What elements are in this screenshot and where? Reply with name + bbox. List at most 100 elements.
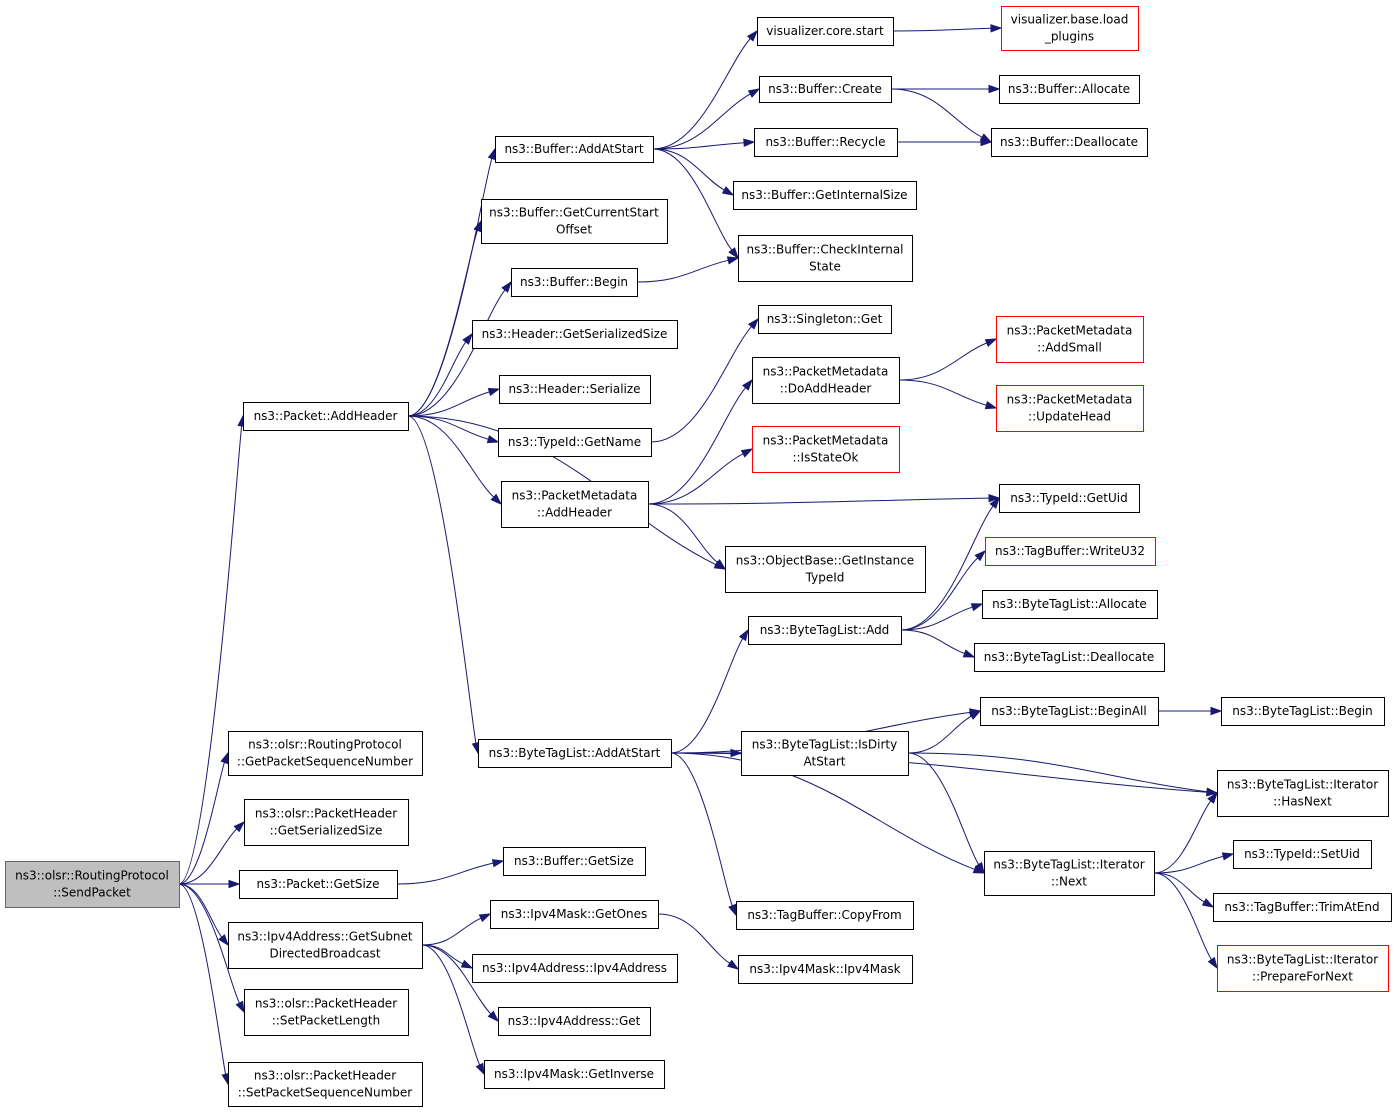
node-box: [725, 546, 926, 593]
node-label: ::GetPacketSequenceNumber: [237, 755, 413, 769]
node-pm-addsmall[interactable]: ns3::PacketMetadata::AddSmall: [996, 316, 1144, 363]
node-buf-addatstart[interactable]: ns3::Buffer::AddAtStart: [495, 136, 654, 163]
node-btl-beginall[interactable]: ns3::ByteTagList::BeginAll: [980, 697, 1159, 726]
node-pm-updatehead[interactable]: ns3::PacketMetadata::UpdateHead: [996, 385, 1144, 432]
edge-arrowhead: [220, 751, 229, 765]
node-label: ::PrepareForNext: [1252, 970, 1353, 984]
edge-line: [407, 415, 477, 744]
node-tagbuf-copyfrom[interactable]: ns3::TagBuffer::CopyFrom: [736, 901, 914, 930]
edge-line: [657, 913, 731, 964]
node-buf-getsize[interactable]: ns3::Buffer::GetSize: [503, 847, 646, 876]
node-label: ns3::PacketMetadata: [1007, 393, 1133, 407]
node-setpktseq[interactable]: ns3::olsr::PacketHeader::SetPacketSequen…: [228, 1062, 423, 1107]
node-btl-allocate[interactable]: ns3::ByteTagList::Allocate: [982, 590, 1158, 619]
node-mask-ctor[interactable]: ns3::Ipv4Mask::Ipv4Mask: [738, 955, 913, 984]
node-tagbuf-writeu32[interactable]: ns3::TagBuffer::WriteU32: [985, 537, 1156, 566]
edge-arrowhead: [747, 88, 761, 98]
node-tagbuf-trimatend[interactable]: ns3::TagBuffer::TrimAtEnd: [1213, 893, 1392, 922]
edge-line: [178, 828, 238, 885]
edge-sendpacket-to-pkthdr_size: [178, 820, 246, 885]
edge-line: [652, 93, 751, 150]
node-viz-loadplugins[interactable]: visualizer.base.load_plugins: [1001, 6, 1139, 51]
node-box: [472, 954, 678, 983]
node-addheader[interactable]: ns3::Packet::AddHeader: [243, 402, 409, 431]
edge-line: [650, 326, 752, 443]
node-buf-getinternalsize[interactable]: ns3::Buffer::GetInternalSize: [733, 181, 917, 210]
node-pm-addheader[interactable]: ns3::PacketMetadata::AddHeader: [501, 481, 649, 528]
node-hdr-serialize[interactable]: ns3::Header::Serialize: [499, 375, 651, 404]
edge-arrowhead: [968, 710, 982, 720]
node-pkthdr-size[interactable]: ns3::olsr::PacketHeader::GetSerializedSi…: [244, 799, 409, 846]
node-box: [1217, 770, 1389, 817]
edge-addheader-to-buf_addatstart: [407, 147, 496, 417]
node-label: ns3::PacketMetadata: [1007, 324, 1133, 338]
node-buf-begin[interactable]: ns3::Buffer::Begin: [511, 268, 638, 297]
node-btl-iter-next[interactable]: ns3::ByteTagList::Iterator::Next: [984, 851, 1155, 896]
node-typeid-setuid[interactable]: ns3::TypeId::SetUid: [1233, 840, 1372, 869]
edge-btl_beginall-to-btl_begin: [1158, 706, 1223, 716]
node-box: [738, 955, 913, 984]
node-buf-allocate[interactable]: ns3::Buffer::Allocate: [999, 75, 1140, 104]
node-pm-doaddheader[interactable]: ns3::PacketMetadata::DoAddHeader: [752, 357, 900, 404]
edge-arrowhead: [228, 879, 241, 889]
node-box: [752, 426, 900, 473]
node-typeid-getuid[interactable]: ns3::TypeId::GetUid: [999, 484, 1140, 513]
node-label: DirectedBroadcast: [269, 947, 380, 961]
edge-addheader-to-buf_begin: [407, 280, 512, 417]
edge-line: [900, 557, 979, 631]
node-btl-begin[interactable]: ns3::ByteTagList::Begin: [1221, 697, 1385, 726]
edge-arrowhead: [1221, 852, 1235, 861]
node-pm-isstateok[interactable]: ns3::PacketMetadata::IsStateOk: [752, 426, 900, 473]
node-label: ns3::olsr::PacketHeader: [255, 997, 397, 1011]
node-btl-add[interactable]: ns3::ByteTagList::Add: [748, 616, 902, 645]
node-buf-deallocate[interactable]: ns3::Buffer::Deallocate: [991, 128, 1148, 157]
node-viz-start[interactable]: visualizer.core.start: [757, 17, 894, 46]
node-sendpacket[interactable]: ns3::olsr::RoutingProtocol::SendPacket: [5, 861, 180, 908]
edge-buf_recycle-to-buf_deallocate: [897, 137, 993, 147]
node-setpktlen[interactable]: ns3::olsr::PacketHeader::SetPacketLength: [244, 989, 409, 1036]
edge-sendpacket-to-setpktseq: [178, 883, 230, 1086]
node-box: [752, 357, 900, 404]
node-label: ns3::Buffer::Begin: [520, 275, 628, 289]
node-buf-recycle[interactable]: ns3::Buffer::Recycle: [754, 128, 898, 157]
node-box: [1001, 6, 1139, 51]
node-typeid-getname[interactable]: ns3::TypeId::GetName: [498, 428, 652, 457]
node-label: ns3::ByteTagList::IsDirty: [752, 738, 897, 752]
node-label: AtStart: [803, 755, 845, 769]
node-label: ::UpdateHead: [1028, 410, 1111, 424]
node-box: [759, 76, 892, 103]
edge-getsubnet-to-ipv4_get: [421, 944, 500, 1023]
node-label: ns3::Buffer::GetCurrentStart: [489, 206, 659, 220]
node-getpktseq[interactable]: ns3::olsr::RoutingProtocol::GetPacketSeq…: [228, 731, 423, 776]
node-label: ns3::olsr::PacketHeader: [254, 1069, 396, 1083]
node-mask-getinverse[interactable]: ns3::Ipv4Mask::GetInverse: [484, 1060, 665, 1089]
node-singleton-get[interactable]: ns3::Singleton::Get: [758, 305, 892, 334]
edge-sendpacket-to-packet_getsize: [179, 879, 241, 889]
edge-line: [178, 425, 243, 885]
node-box: [1233, 840, 1372, 869]
edge-arrowhead: [218, 934, 229, 947]
node-box: [490, 900, 659, 929]
node-packet-getsize[interactable]: ns3::Packet::GetSize: [239, 870, 398, 899]
node-label: ::DoAddHeader: [780, 382, 872, 396]
node-ipv4-get[interactable]: ns3::Ipv4Address::Get: [498, 1007, 651, 1036]
node-getsubnet[interactable]: ns3::Ipv4Address::GetSubnetDirectedBroad…: [228, 922, 423, 969]
node-buf-create[interactable]: ns3::Buffer::Create: [759, 76, 892, 103]
edge-arrowhead: [726, 959, 740, 970]
node-btl-addatstart[interactable]: ns3::ByteTagList::AddAtStart: [478, 739, 672, 768]
node-mask-getones[interactable]: ns3::Ipv4Mask::GetOnes: [490, 900, 659, 929]
edge-line: [900, 505, 994, 631]
edge-pm_addheader-to-typeid_getuid: [647, 493, 1001, 505]
node-btl-iter-hasnext[interactable]: ns3::ByteTagList::Iterator::HasNext: [1217, 770, 1389, 817]
edge-line: [898, 379, 987, 406]
node-btl-deallocate[interactable]: ns3::ByteTagList::Deallocate: [974, 643, 1165, 672]
node-hdr-getsersize[interactable]: ns3::Header::GetSerializedSize: [472, 320, 678, 349]
edge-typeid_getname-to-singleton_get: [650, 317, 759, 443]
edge-arrowhead: [742, 378, 753, 391]
node-btl-iter-prepare[interactable]: ns3::ByteTagList::Iterator::PrepareForNe…: [1217, 945, 1389, 992]
node-ipv4-ctor[interactable]: ns3::Ipv4Address::Ipv4Address: [472, 954, 678, 983]
